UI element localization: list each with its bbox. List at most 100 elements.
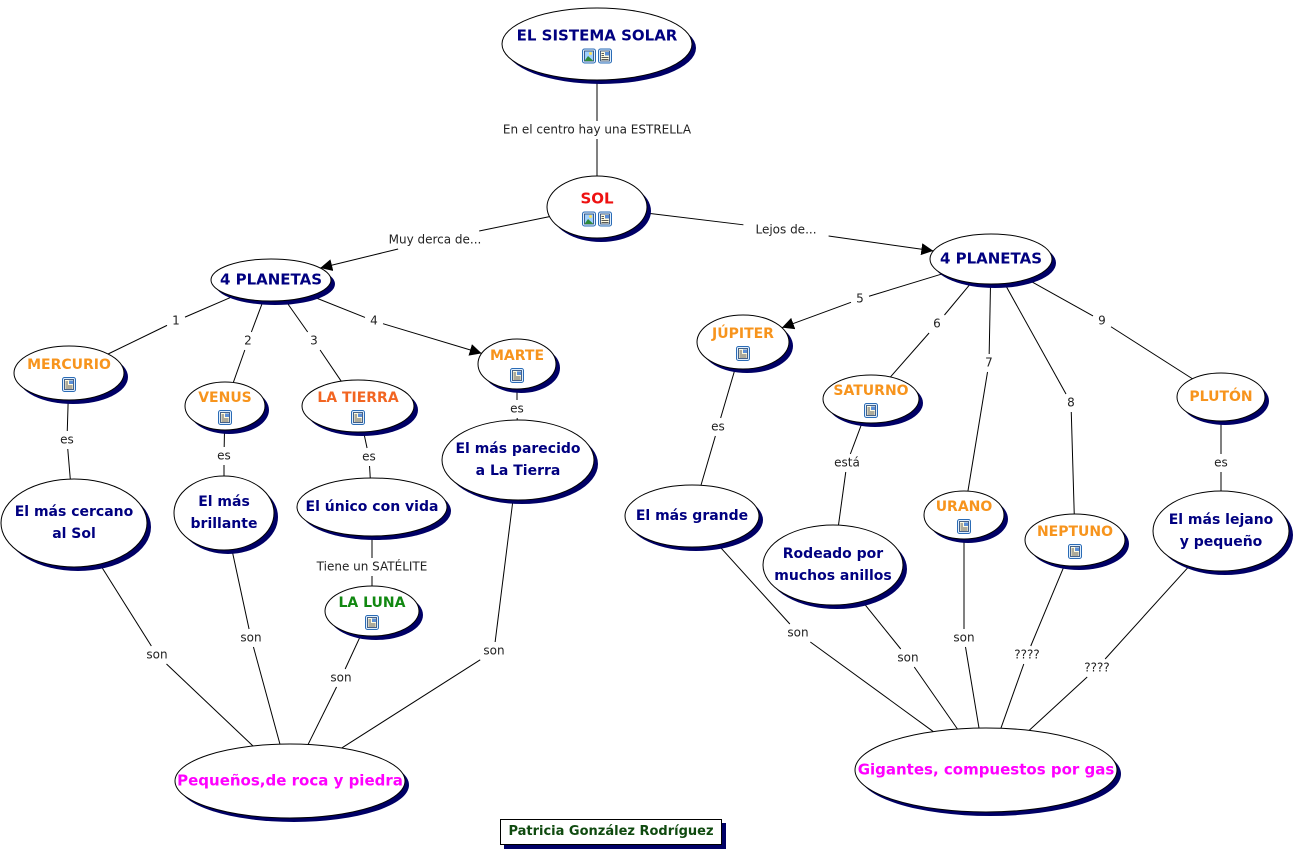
node-ellipse: [929, 233, 1053, 285]
node-pequenos[interactable]: Pequeños,de roca y piedra: [174, 743, 409, 822]
document-icon[interactable]: [218, 410, 232, 425]
image-icon[interactable]: [582, 211, 596, 227]
node-ellipse: [174, 743, 406, 819]
node-venus[interactable]: VENUS: [184, 381, 269, 434]
document-icon[interactable]: [598, 48, 612, 64]
link-line: [99, 563, 152, 647]
link-line: [319, 349, 342, 382]
node-ellipse: [762, 524, 904, 606]
node-label: Gigantes, compuestos por gas: [858, 761, 1115, 779]
document-icon[interactable]: [351, 410, 365, 425]
node-label: VENUS: [198, 390, 252, 406]
node-sol[interactable]: SOL: [546, 175, 651, 242]
node-tierra[interactable]: LA TIERRA: [301, 379, 418, 436]
node-luna[interactable]: LA LUNA: [324, 585, 423, 640]
author-credit: Patricia González Rodríguez: [500, 819, 722, 845]
link-label: es: [362, 450, 376, 464]
link-pluton-lejano: es: [1214, 421, 1228, 491]
node-label: El más grande: [636, 508, 748, 524]
link-line: [717, 544, 791, 625]
link-line: [369, 465, 371, 479]
link-line: [837, 471, 847, 526]
link-arrow: [382, 323, 482, 356]
link-line: [849, 422, 863, 455]
image-icon[interactable]: [582, 48, 596, 64]
link-label: 5: [856, 292, 864, 306]
node-marte[interactable]: MARTE: [477, 338, 560, 393]
document-icon[interactable]: [864, 403, 878, 418]
link-line: [720, 368, 736, 419]
node-ellipse: [923, 490, 1005, 540]
document-icon[interactable]: [62, 377, 76, 392]
node-cercano[interactable]: El más cercano al Sol: [0, 478, 151, 571]
node-gigantes[interactable]: Gigantes, compuestos por gas: [854, 727, 1121, 816]
link-mercurio-cercano: es: [60, 399, 74, 480]
node-ellipse: [822, 374, 920, 424]
node-label: y pequeño: [1180, 534, 1263, 550]
link-line: [861, 601, 902, 650]
node-label: El más cercano: [15, 504, 134, 520]
link-line: [67, 448, 71, 480]
link-label: son: [897, 651, 918, 665]
node-label: 4 PLANETAS: [220, 271, 322, 289]
node-saturno[interactable]: SATURNO: [822, 374, 923, 427]
link-line: [494, 499, 514, 643]
link-line: [1030, 565, 1065, 647]
node-ellipse: [13, 345, 125, 401]
node-label: LA LUNA: [339, 595, 406, 611]
node-sistema[interactable]: EL SISTEMA SOLAR: [501, 7, 696, 84]
link-lejano-gigantes: ????: [1028, 565, 1190, 731]
node-ellipse: [173, 475, 275, 551]
node-ellipse: [1024, 513, 1126, 567]
node-label: LA TIERRA: [317, 390, 399, 406]
link-label: es: [60, 433, 74, 447]
node-planetas_out[interactable]: 4 PLANETAS: [929, 233, 1056, 288]
node-ellipse: [324, 585, 420, 637]
node-urano[interactable]: URANO: [923, 490, 1008, 543]
link-label: Lejos de...: [755, 223, 816, 237]
node-pluton[interactable]: PLUTÓN: [1176, 372, 1269, 425]
node-mercurio[interactable]: MERCURIO: [13, 345, 128, 404]
link-grande-gigantes: son: [717, 544, 934, 732]
link-planetas_out-pluton: 9: [1026, 278, 1193, 380]
link-label: 2: [244, 334, 252, 348]
link-line: [1028, 676, 1088, 731]
link-line: [231, 549, 250, 630]
document-icon[interactable]: [598, 211, 612, 227]
node-neptuno[interactable]: NEPTUNO: [1024, 513, 1129, 570]
link-line: [1070, 411, 1075, 515]
link-label: En el centro hay una ESTRELLA: [503, 123, 692, 137]
node-label: al Sol: [52, 526, 96, 542]
node-ellipse: [546, 175, 648, 239]
node-label: SOL: [580, 190, 614, 208]
node-grande[interactable]: El más grande: [624, 484, 763, 551]
document-icon[interactable]: [365, 615, 379, 630]
node-ellipse: [1152, 490, 1290, 572]
link-line: [913, 666, 958, 730]
document-icon[interactable]: [957, 519, 971, 534]
document-icon[interactable]: [736, 346, 750, 361]
link-line: [1000, 663, 1025, 729]
link-luna-pequenos: son: [307, 635, 362, 745]
link-jupiter-grande: es: [700, 368, 736, 486]
node-label: El más: [198, 494, 250, 510]
link-planetas_in-venus: 2: [232, 300, 264, 383]
link-line: [107, 324, 168, 355]
node-label: JÚPITER: [711, 324, 774, 342]
link-arrow: [781, 301, 852, 330]
document-icon[interactable]: [1068, 544, 1082, 559]
node-ellipse: [501, 7, 693, 81]
document-icon[interactable]: [510, 368, 524, 383]
node-vida[interactable]: El único con vida: [296, 477, 451, 540]
node-planetas_in[interactable]: 4 PLANETAS: [210, 258, 335, 305]
link-neptuno-gigantes: ????: [1000, 565, 1065, 729]
link-label: es: [1214, 456, 1228, 470]
link-label: 1: [172, 314, 180, 328]
link-line: [66, 399, 69, 432]
node-jupiter[interactable]: JÚPITER: [696, 314, 793, 373]
